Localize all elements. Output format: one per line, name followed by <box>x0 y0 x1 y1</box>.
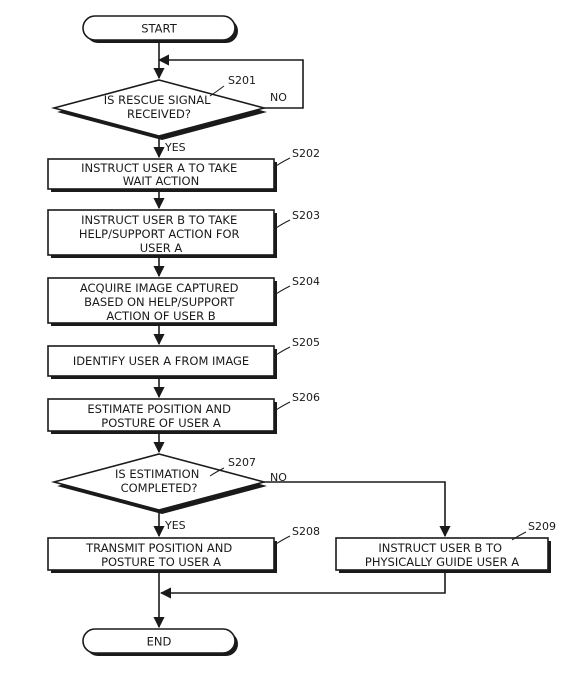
edge-s201-no-loop <box>157 54 304 109</box>
step-label-s204: S204 <box>292 275 320 288</box>
process-s208: TRANSMIT POSITION AND POSTURE TO USER A <box>47 537 277 573</box>
process-s203-text: INSTRUCT USER B TO TAKE HELP/SUPPORT ACT… <box>79 213 243 255</box>
process-s203: INSTRUCT USER B TO TAKE HELP/SUPPORT ACT… <box>47 209 277 258</box>
process-s204: ACQUIRE IMAGE CAPTURED BASED ON HELP/SUP… <box>47 277 277 326</box>
edge-s209-merge <box>159 570 446 599</box>
process-s204-text: ACQUIRE IMAGE CAPTURED BASED ON HELP/SUP… <box>80 281 242 323</box>
step-label-s202: S202 <box>292 147 320 160</box>
process-s206: ESTIMATE POSITION AND POSTURE OF USER A <box>47 398 277 434</box>
process-s202: INSTRUCT USER A TO TAKE WAIT ACTION <box>47 158 277 192</box>
step-label-s206: S206 <box>292 391 320 404</box>
step-label-s201: S201 <box>228 74 256 87</box>
edge-label-s207-no: NO <box>270 471 287 484</box>
leader-s205 <box>275 346 291 356</box>
step-label-s203: S203 <box>292 209 320 222</box>
leader-s208 <box>275 535 291 545</box>
decision-s207: IS ESTIMATION COMPLETED? <box>50 453 268 514</box>
start-terminal: START <box>82 15 238 43</box>
process-s202-text: INSTRUCT USER A TO TAKE WAIT ACTION <box>81 161 241 188</box>
process-s206-text: ESTIMATE POSITION AND POSTURE OF USER A <box>87 402 234 430</box>
step-label-s207: S207 <box>228 456 256 469</box>
leader-s202 <box>275 157 291 167</box>
leader-s206 <box>275 401 291 411</box>
edge-s207-no-s209 <box>264 481 451 538</box>
process-s208-text: TRANSMIT POSITION AND POSTURE TO USER A <box>85 541 236 569</box>
decision-s201-text: IS RESCUE SIGNAL RECEIVED? <box>104 93 214 121</box>
step-label-s205: S205 <box>292 336 320 349</box>
edge-label-s201-no: NO <box>270 91 287 104</box>
process-s205: IDENTIFY USER A FROM IMAGE <box>47 345 277 379</box>
edge-label-s201-yes: YES <box>164 141 186 154</box>
process-s205-text: IDENTIFY USER A FROM IMAGE <box>73 354 249 368</box>
step-label-s208: S208 <box>292 525 320 538</box>
process-s209: INSTRUCT USER B TO PHYSICALLY GUIDE USER… <box>335 537 551 573</box>
decision-s201: IS RESCUE SIGNAL RECEIVED? <box>50 79 268 140</box>
decision-s207-text: IS ESTIMATION COMPLETED? <box>115 467 203 495</box>
end-text: END <box>147 635 172 649</box>
leader-s204 <box>275 285 291 295</box>
leader-s203 <box>275 219 291 229</box>
leader-s201 <box>209 85 225 97</box>
start-text: START <box>141 22 177 36</box>
end-terminal: END <box>82 628 238 656</box>
step-label-s209: S209 <box>528 520 556 533</box>
leader-s209 <box>511 531 527 541</box>
leader-s207 <box>209 467 225 477</box>
process-s209-text: INSTRUCT USER B TO PHYSICALLY GUIDE USER… <box>365 541 519 569</box>
edge-label-s207-yes: YES <box>164 519 186 532</box>
